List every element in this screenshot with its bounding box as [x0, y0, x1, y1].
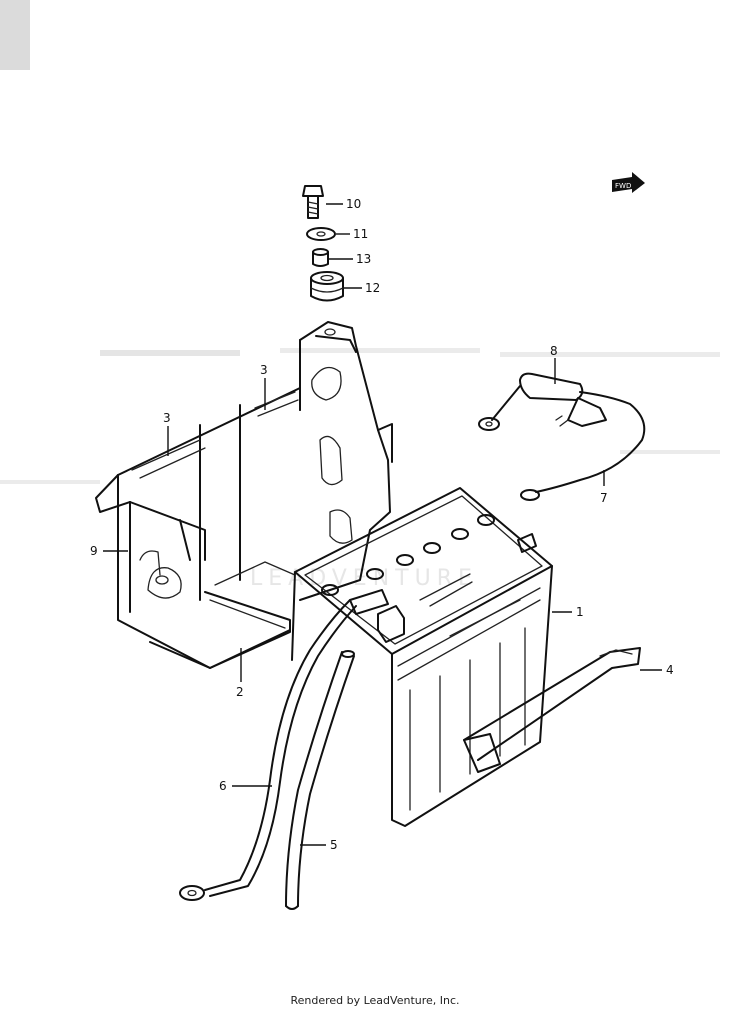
callout-7: 7: [600, 491, 608, 505]
battery-1: [291, 487, 553, 827]
callout-4: 4: [666, 663, 674, 677]
callout-13: 13: [356, 252, 371, 266]
callout-6: 6: [219, 779, 227, 793]
leader-lines: [103, 203, 662, 846]
bolt-10: [302, 185, 324, 219]
negative-lead-6: [179, 589, 389, 901]
breather-hose-5: [285, 650, 355, 910]
callout-5: 5: [330, 838, 338, 852]
callout-3-left: 3: [163, 411, 171, 425]
callout-11: 11: [353, 227, 368, 241]
callout-10: 10: [346, 197, 361, 211]
callout-2: 2: [236, 685, 244, 699]
fwd-arrow-icon: FWD: [612, 172, 645, 193]
washer-11: [306, 227, 336, 241]
callout-12: 12: [365, 281, 380, 295]
spacer-13: [312, 248, 329, 267]
grommet-12: [310, 271, 344, 302]
battery-holder-9: [95, 321, 393, 669]
fwd-label: FWD: [615, 182, 631, 190]
callout-1: 1: [576, 605, 584, 619]
callout-9: 9: [90, 544, 98, 558]
callout-3-right: 3: [260, 363, 268, 377]
positive-lead-7: [478, 372, 646, 501]
scan-noise: [0, 0, 720, 484]
footer-credit: Rendered by LeadVenture, Inc.: [290, 994, 460, 1007]
callout-8: 8: [550, 344, 558, 358]
strap-4: [463, 647, 641, 773]
